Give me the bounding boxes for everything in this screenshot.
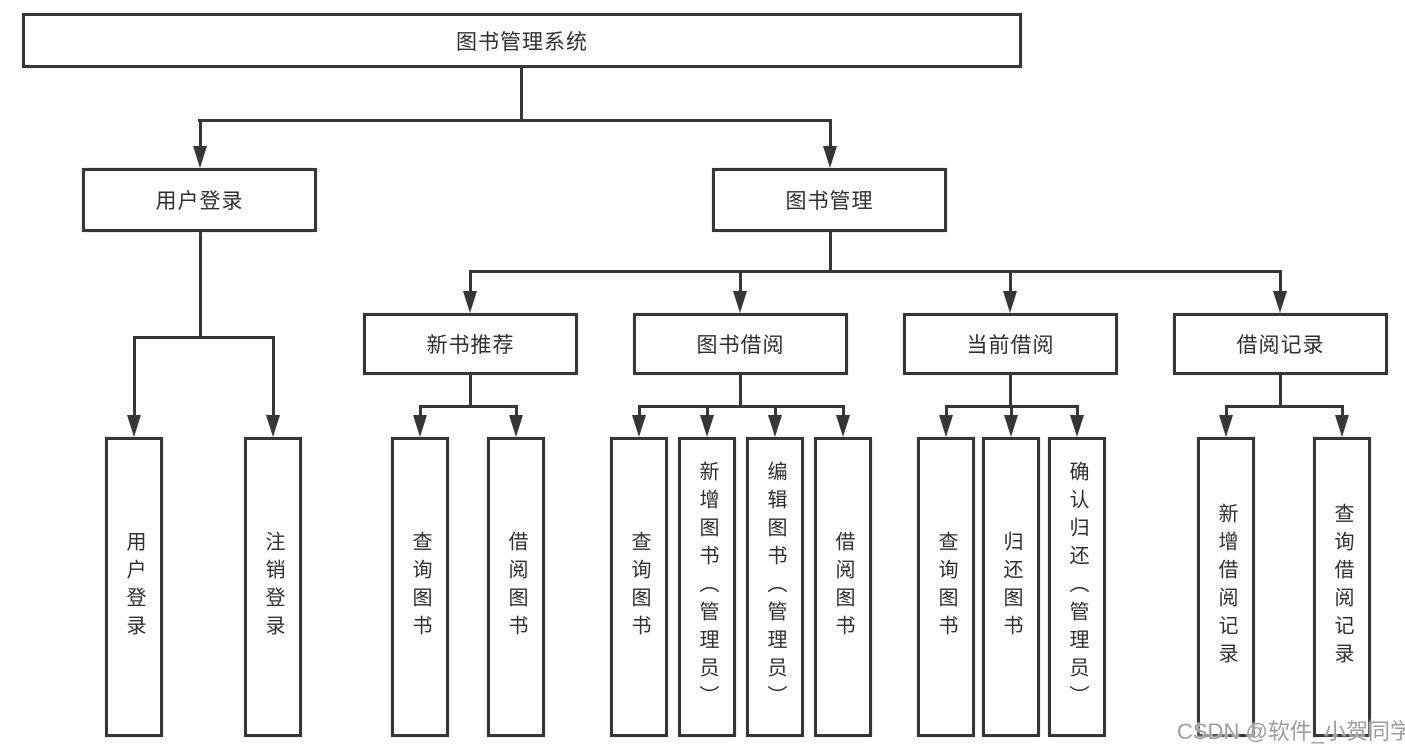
leaf-borrow-add-book-admin: 新增图书（管理员） [678,437,736,737]
arrowhead-leaf-login [127,415,141,437]
connector-to-new-book [469,270,472,293]
leaf-record-add-record-label: 新增借阅记录 [1215,503,1237,671]
arrowhead-user-login [193,146,207,168]
connector-book-borrow-crossbar [638,405,845,408]
connector-current-borrow-drop-3 [1076,405,1079,417]
node-current-borrow-label: 当前借阅 [966,334,1055,357]
leaf-borrow-add-book-admin-label: 新增图书（管理员） [696,461,718,713]
connector-current-borrow-drop-1 [945,405,948,417]
node-book-management: 图书管理 [712,168,947,232]
leaf-borrow-query-book-label: 查询图书 [628,531,650,643]
node-book-management-label: 图书管理 [785,190,874,213]
connector-root-crossbar [198,119,832,122]
node-current-borrow: 当前借阅 [903,313,1118,375]
connector-user-login-stem [199,232,202,338]
leaf-borrow-query-book: 查询图书 [610,437,668,737]
node-user-login-label: 用户登录 [155,190,244,213]
connector-book-borrow-drop-3 [774,405,777,417]
leaf-current-query-book: 查询图书 [917,437,975,737]
connector-book-borrow-drop-4 [842,405,845,417]
arrowhead-borrow-record [1273,291,1287,313]
node-new-book-recommend-label: 新书推荐 [426,334,515,357]
leaf-record-query-record: 查询借阅记录 [1313,437,1371,737]
connector-borrow-record-stem [1279,375,1282,408]
connector-borrow-record-drop-1 [1225,405,1228,417]
connector-to-book-borrow [739,270,742,293]
leaf-current-return-book: 归还图书 [982,437,1040,737]
connector-book-mgmt-crossbar [469,270,1282,273]
connector-borrow-record-drop-2 [1341,405,1344,417]
leaf-logout: 注销登录 [244,437,302,737]
leaf-recommend-query-book: 查询图书 [391,437,449,737]
leaf-user-login: 用户登录 [105,437,163,737]
arrowhead-borrow-record-leaf-2 [1335,415,1349,437]
leaf-record-query-record-label: 查询借阅记录 [1331,503,1353,671]
connector-to-book-management [829,119,832,149]
connector-current-borrow-drop-2 [1010,405,1013,417]
leaf-current-confirm-return-admin: 确认归还（管理员） [1048,437,1106,737]
connector-new-book-stem [469,375,472,408]
node-book-borrow: 图书借阅 [633,313,848,375]
connector-new-book-drop-2 [515,405,518,417]
leaf-current-query-book-label: 查询图书 [935,531,957,643]
leaf-logout-label: 注销登录 [262,531,284,643]
arrowhead-book-borrow [733,291,747,313]
arrowhead-current-borrow-leaf-3 [1070,415,1084,437]
node-new-book-recommend: 新书推荐 [363,313,578,375]
connector-book-borrow-drop-1 [638,405,641,417]
leaf-borrow-borrow-book: 借阅图书 [814,437,872,737]
node-borrow-record-label: 借阅记录 [1236,334,1325,357]
connector-to-borrow-record [1279,270,1282,293]
arrowhead-book-management [823,146,837,168]
connector-root-stem [520,68,523,122]
leaf-recommend-query-book-label: 查询图书 [409,531,431,643]
connector-new-book-drop-1 [419,405,422,417]
connector-user-login-crossbar [133,336,274,339]
connector-borrow-record-crossbar [1225,405,1344,408]
leaf-user-login-label: 用户登录 [123,531,145,643]
arrowhead-book-borrow-leaf-4 [836,415,850,437]
leaf-borrow-edit-book-admin: 编辑图书（管理员） [746,437,804,737]
connector-book-borrow-stem [739,375,742,408]
arrowhead-current-borrow-leaf-2 [1004,415,1018,437]
leaf-borrow-edit-book-admin-label: 编辑图书（管理员） [764,461,786,713]
leaf-recommend-borrow-book-label: 借阅图书 [505,531,527,643]
arrowhead-current-borrow-leaf-1 [939,415,953,437]
leaf-recommend-borrow-book: 借阅图书 [487,437,545,737]
node-library-system: 图书管理系统 [22,13,1022,68]
connector-book-mgmt-stem [829,232,832,273]
node-library-system-label: 图书管理系统 [456,30,588,54]
arrowhead-book-borrow-leaf-3 [768,415,782,437]
connector-book-borrow-drop-2 [706,405,709,417]
leaf-current-confirm-return-admin-label: 确认归还（管理员） [1066,461,1088,713]
connector-current-borrow-stem [1009,375,1012,408]
arrowhead-new-book-leaf-1 [413,415,427,437]
arrowhead-current-borrow [1003,291,1017,313]
connector-to-leaf-login [133,336,136,417]
arrowhead-book-borrow-leaf-1 [632,415,646,437]
arrowhead-book-borrow-leaf-2 [700,415,714,437]
connector-to-user-login [199,119,202,149]
leaf-borrow-borrow-book-label: 借阅图书 [832,531,854,643]
arrowhead-borrow-record-leaf-1 [1219,415,1233,437]
connector-to-leaf-logout [272,336,275,417]
arrowhead-new-book-leaf-2 [509,415,523,437]
node-user-login: 用户登录 [82,168,317,232]
connector-new-book-crossbar [419,405,518,408]
connector-to-current-borrow [1009,270,1012,293]
node-book-borrow-label: 图书借阅 [696,334,785,357]
arrowhead-leaf-logout [266,415,280,437]
arrowhead-new-book [463,291,477,313]
leaf-current-return-book-label: 归还图书 [1000,531,1022,643]
node-borrow-record: 借阅记录 [1173,313,1388,375]
watermark: CSDN @软件_小贺同学 [1177,719,1405,744]
leaf-record-add-record: 新增借阅记录 [1197,437,1255,737]
